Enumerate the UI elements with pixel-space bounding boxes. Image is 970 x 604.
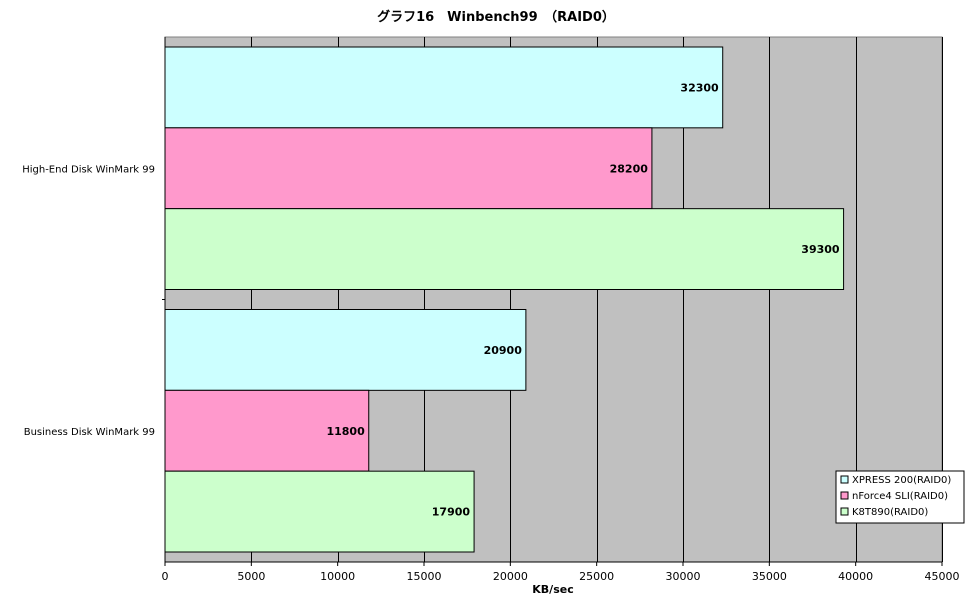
legend-label: nForce4 SLI(RAID0) — [852, 491, 948, 502]
data-label: 39300 — [801, 243, 840, 256]
data-label: 20900 — [484, 344, 523, 357]
x-tick-label: 20000 — [493, 570, 528, 583]
data-label: 32300 — [680, 81, 719, 94]
x-tick-label: 5000 — [237, 570, 265, 583]
legend: XPRESS 200(RAID0) nForce4 SLI(RAID0) K8T89… — [835, 470, 965, 524]
x-tick-label: 15000 — [407, 570, 442, 583]
legend-swatch — [840, 507, 849, 516]
x-tick-label: 0 — [162, 570, 169, 583]
x-tick-label: 35000 — [752, 570, 787, 583]
bars: 32300 28200 39300 20900 11800 17900 — [164, 46, 845, 553]
category-label: Business Disk WinMark 99 — [24, 427, 155, 438]
data-label: 17900 — [432, 506, 471, 519]
x-tick-label: 25000 — [579, 570, 614, 583]
chart-title: グラフ16 Winbench99 （RAID0） — [377, 9, 615, 25]
category-label: High-End Disk WinMark 99 — [22, 164, 155, 175]
x-axis-title: KB/sec — [532, 583, 573, 596]
bar — [164, 46, 724, 129]
bar — [164, 470, 475, 553]
legend-label: K8T890(RAID0) — [852, 507, 928, 518]
x-tick-label: 10000 — [320, 570, 355, 583]
legend-swatch — [840, 491, 849, 500]
legend-box — [835, 470, 965, 524]
bar — [164, 389, 370, 472]
x-tick-label: 30000 — [666, 570, 701, 583]
bar — [164, 208, 845, 291]
bar — [164, 309, 527, 391]
x-tick-label: 40000 — [838, 570, 873, 583]
data-label: 11800 — [326, 425, 365, 438]
bar — [164, 127, 653, 210]
legend-swatch — [840, 475, 849, 484]
legend-label: XPRESS 200(RAID0) — [852, 475, 951, 486]
axes: High-End Disk WinMark 99 Business Disk Wi… — [22, 37, 960, 583]
x-tick-label: 45000 — [925, 570, 960, 583]
data-label: 28200 — [610, 162, 649, 175]
